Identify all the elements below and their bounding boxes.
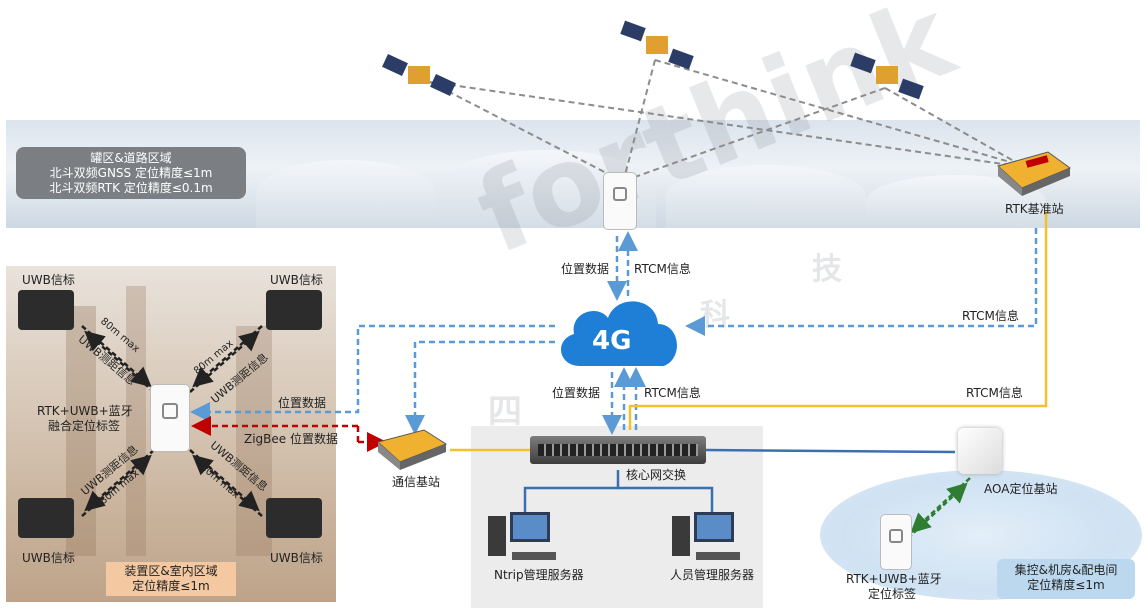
switch-ports	[538, 444, 698, 456]
satellite-icon	[850, 52, 924, 100]
comm-station-label: 通信基站	[392, 475, 441, 489]
ntrip-server-label: Ntrip管理服务器	[494, 568, 584, 582]
uwb-beacon-icon	[266, 498, 322, 538]
uwb-beacon-label: UWB信标	[22, 273, 75, 287]
uwb-beacon-icon	[18, 290, 74, 330]
machine-room-info: 集控&机房&配电间 定位精度≤1m	[997, 559, 1135, 599]
rtk-accuracy: 北斗双频RTK 定位精度≤0.1m	[49, 181, 213, 195]
satellite-icon	[620, 20, 694, 70]
tag-screen	[889, 529, 903, 543]
watermark-char: 技	[812, 252, 842, 287]
edge-label-position-data: 位置数据	[561, 262, 610, 276]
core-switch-icon	[530, 436, 706, 464]
satellite-links	[429, 59, 1013, 181]
personnel-server-label: 人员管理服务器	[670, 568, 755, 582]
cloud-4g-label: 4G	[592, 326, 632, 356]
tag-screen	[613, 187, 627, 201]
plant-region-accuracy: 定位精度≤1m	[132, 579, 210, 593]
edge-label-rtcm: RTCM信息	[644, 386, 701, 400]
tank-dome	[666, 165, 866, 228]
location-tag-icon	[603, 172, 637, 230]
tank-area-backdrop	[6, 120, 1140, 228]
server-computer-icon	[488, 512, 556, 560]
tank-region-title: 罐区&道路区域	[90, 151, 172, 165]
plant-region-title: 装置区&室内区域	[124, 564, 218, 578]
aoa-station-label: AOA定位基站	[984, 482, 1058, 496]
uwb-beacon-icon	[266, 290, 322, 330]
fusion-tag-label: 融合定位标签	[48, 419, 121, 433]
machine-room-title: 集控&机房&配电间	[1014, 563, 1118, 577]
aoa-station-icon	[958, 428, 1002, 474]
bottom-tag-label: RTK+UWB+蓝牙	[846, 572, 942, 586]
tag-screen	[162, 403, 178, 419]
cloud-4g-icon	[561, 301, 677, 366]
core-switch-label: 核心网交换	[626, 468, 687, 482]
edge-label-position-data: 位置数据	[278, 396, 327, 410]
rtk-station-icon	[996, 151, 1072, 196]
uwb-beacon-label: UWB信标	[270, 551, 323, 565]
uwb-beacon-label: UWB信标	[22, 551, 75, 565]
satellite-icon	[382, 54, 456, 96]
rtk-station-label: RTK基准站	[1005, 202, 1064, 216]
edge-label-zigbee: ZigBee 位置数据	[244, 432, 338, 446]
plant-tower	[126, 286, 146, 556]
server-computer-icon	[672, 512, 740, 560]
uwb-beacon-label: UWB信标	[270, 273, 323, 287]
location-tag-icon	[880, 514, 912, 570]
plant-region-info: 装置区&室内区域 定位精度≤1m	[106, 562, 236, 596]
bottom-tag-label: 定位标签	[868, 587, 917, 601]
edge-label-rtcm: RTCM信息	[634, 262, 691, 276]
machine-room-accuracy: 定位精度≤1m	[1027, 578, 1105, 592]
edge-label-position-data: 位置数据	[552, 386, 601, 400]
edge-label-rtcm: RTCM信息	[962, 309, 1019, 323]
watermark-char: 科	[700, 298, 730, 333]
fusion-tag-label: RTK+UWB+蓝牙	[37, 404, 133, 418]
comm-station-icon	[376, 429, 448, 470]
watermark-char: 四	[488, 392, 522, 432]
uwb-beacon-icon	[18, 498, 74, 538]
gnss-accuracy: 北斗双频GNSS 定位精度≤1m	[49, 166, 213, 180]
edge-label-rtcm: RTCM信息	[966, 386, 1023, 400]
tank-region-info: 罐区&道路区域 北斗双频GNSS 定位精度≤1m 北斗双频RTK 定位精度≤0.…	[16, 147, 246, 199]
fusion-tag-icon	[150, 384, 190, 452]
tank-dome	[256, 160, 436, 228]
